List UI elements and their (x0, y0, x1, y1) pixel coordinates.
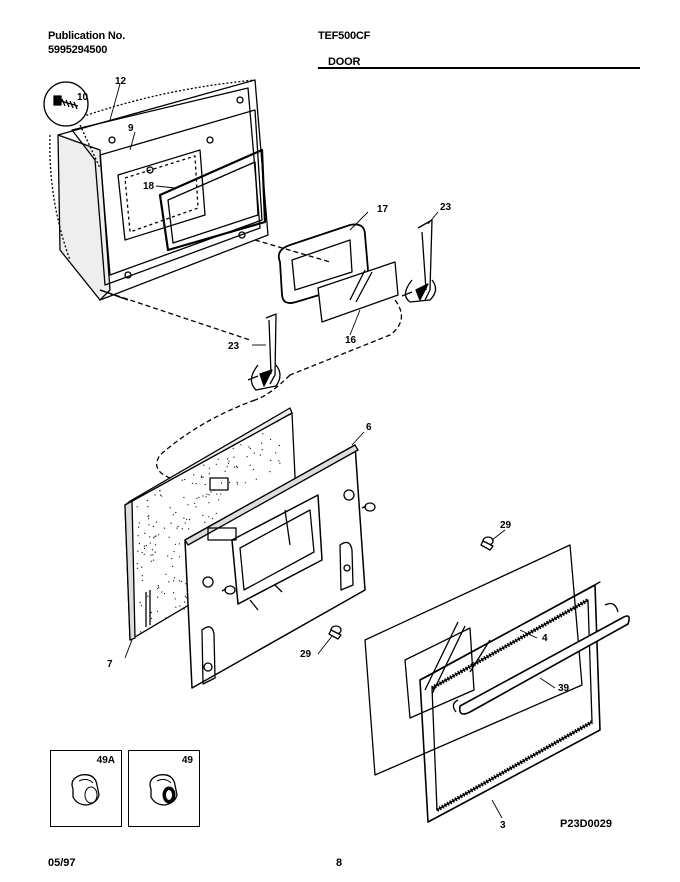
callout-6: 6 (366, 422, 372, 433)
callout-29-lower: 29 (300, 649, 312, 660)
figure-code: P23D0029 (560, 818, 612, 830)
callout-7: 7 (107, 659, 113, 670)
publication-label: Publication No. (48, 30, 126, 42)
callout-23-right: 23 (440, 202, 452, 213)
window-glass-16 (317, 261, 399, 323)
inset-label-49: 49 (181, 755, 193, 766)
screws (221, 502, 376, 595)
callout-17: 17 (377, 204, 389, 215)
hinge-23-right (401, 219, 437, 303)
spacer-29-lower (328, 625, 342, 640)
header-rule (318, 67, 640, 69)
inset-label-49a: 49A (96, 755, 115, 766)
callout-12: 12 (115, 76, 127, 87)
callout-29-upper: 29 (500, 520, 512, 531)
screw-inset (43, 81, 101, 169)
footer-page: 8 (336, 857, 342, 869)
callout-9: 9 (128, 123, 134, 134)
knob-49a-icon (71, 774, 100, 806)
model-number: TEF500CF (318, 30, 371, 42)
knob-inset-49a: 49A (50, 750, 122, 827)
callout-4: 4 (542, 633, 548, 644)
callout-16: 16 (345, 335, 357, 346)
section-title: DOOR (328, 56, 361, 68)
hinge-23-left (247, 313, 281, 391)
inner-panel-6 (184, 444, 366, 689)
spacer-29-upper (480, 536, 494, 551)
knob-49-icon (149, 774, 178, 806)
door-handle-39 (452, 602, 630, 715)
leader-lines (109, 83, 556, 819)
callout-23-left: 23 (228, 341, 240, 352)
callout-3: 3 (500, 820, 506, 831)
callout-39: 39 (558, 683, 570, 694)
footer-date: 05/97 (48, 857, 76, 869)
publication-number: 5995294500 (48, 44, 108, 56)
knob-inset-49: 49 (128, 750, 200, 827)
inner-door-liner (57, 79, 269, 301)
callout-10: 10 (77, 92, 89, 103)
door-frame-3 (419, 581, 601, 823)
callout-18: 18 (143, 181, 155, 192)
